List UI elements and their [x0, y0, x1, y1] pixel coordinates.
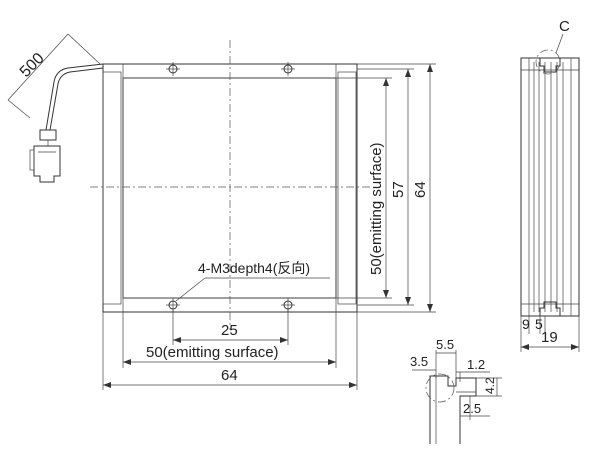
front-view: 4-M3depth4(反向) 500 25: [7, 33, 436, 390]
side-view: C 9 5 19: [520, 18, 580, 352]
hole-spec-leader: [175, 277, 206, 302]
detail-c-profile: [429, 375, 477, 444]
detail-4-2-label: 4.2: [483, 377, 497, 394]
detail-c-circle: [535, 49, 561, 75]
detail-2-5-label: 2.5: [463, 401, 481, 416]
mounting-hole-top-left: [166, 62, 180, 76]
dim-hole-pitch: 25: [172, 310, 289, 345]
detail-c-view: 5.5 3.5 1.2 4.2 2.5: [410, 337, 502, 444]
side-total-label: 19: [541, 329, 558, 346]
detail-1-2-label: 1.2: [467, 357, 485, 372]
hole-vertical-label: 57: [390, 181, 407, 198]
mounting-hole-bottom-right: [281, 298, 295, 312]
hole-spec-label: 4-M3depth4(反向): [198, 260, 310, 276]
dim-total-width: 64: [102, 312, 358, 390]
total-height-label: 64: [412, 181, 429, 198]
dim-hole-vertical: 57: [357, 68, 414, 306]
hole-pitch-label: 25: [221, 322, 238, 339]
dim-total-height: 64: [357, 63, 436, 313]
dim-detail-5-5: 5.5: [435, 337, 457, 378]
dim-detail-2-5: 2.5: [459, 396, 490, 420]
emit-height-label: 50(emitting surface): [368, 142, 385, 275]
mounting-hole-bottom-left: [166, 298, 180, 312]
mounting-hole-top-right: [281, 62, 295, 76]
emit-width-label: 50(emitting surface): [146, 344, 279, 361]
detail-3-5-label: 3.5: [410, 354, 428, 369]
total-width-label: 64: [221, 367, 238, 384]
dim-emit-height: 50(emitting surface): [336, 77, 392, 299]
dim-side-total: 19: [521, 316, 580, 352]
dim-detail-3-5: 3.5: [410, 354, 436, 371]
connector-icon: [33, 145, 61, 183]
detail-c-leader: [555, 33, 564, 54]
cable: [29, 63, 104, 183]
cable-length-label: 500: [17, 50, 48, 81]
side-dim-left-label: 9: [522, 316, 530, 332]
dim-side-small: 9 5: [520, 316, 546, 352]
detail-c-label: C: [559, 18, 570, 35]
detail-5-5-label: 5.5: [436, 337, 454, 352]
dim-detail-4-2: 4.2: [476, 377, 502, 397]
side-outline: [520, 57, 580, 317]
dim-emit-width: 50(emitting surface): [122, 312, 337, 368]
side-dim-mid-label: 5: [535, 316, 543, 332]
dim-detail-1-2: 1.2: [456, 357, 490, 382]
